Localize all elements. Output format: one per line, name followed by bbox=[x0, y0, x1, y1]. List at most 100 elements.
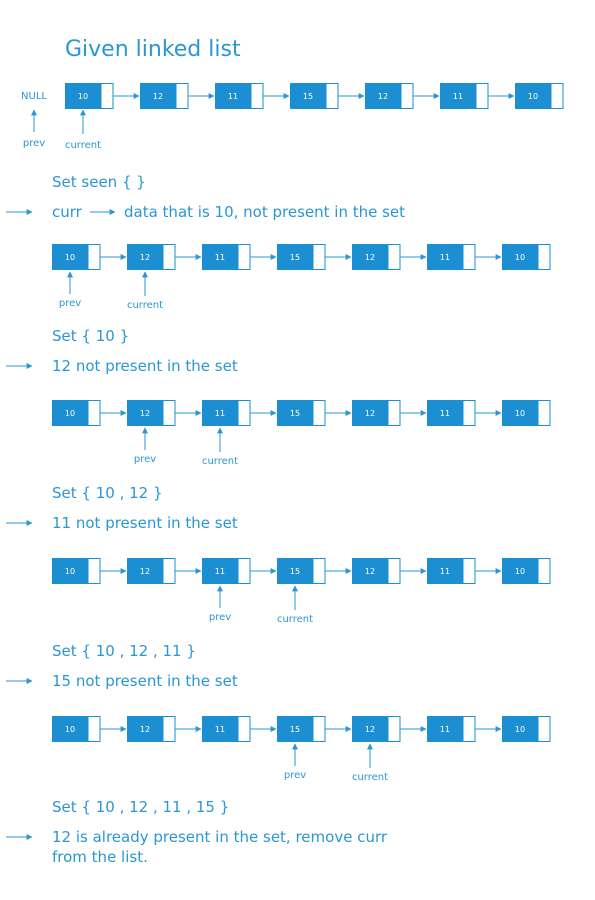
node-pointer-cell bbox=[250, 83, 264, 109]
node-data-cell bbox=[502, 244, 538, 270]
node-value: 12 bbox=[140, 409, 150, 418]
node-value: 12 bbox=[140, 725, 150, 734]
node-pointer-cell bbox=[162, 716, 176, 742]
node-value: 10 bbox=[78, 92, 88, 101]
node-pointer-cell bbox=[537, 400, 551, 426]
node-value: 10 bbox=[65, 567, 75, 576]
list-node: 12 bbox=[352, 716, 401, 742]
list-node: 12 bbox=[140, 83, 189, 109]
node-pointer-cell bbox=[100, 83, 114, 109]
prev-label: prev bbox=[284, 770, 306, 781]
node-pointer-cell bbox=[237, 400, 251, 426]
prev-label: prev bbox=[134, 454, 156, 465]
list-node: 12 bbox=[127, 558, 176, 584]
node-value: 15 bbox=[290, 725, 300, 734]
list-node: 15 bbox=[290, 83, 339, 109]
node-value: 15 bbox=[290, 253, 300, 262]
node-pointer-cell bbox=[387, 400, 401, 426]
note-text: 15 not present in the set bbox=[52, 672, 238, 690]
node-data-cell bbox=[140, 83, 176, 109]
note-text: curr bbox=[52, 203, 83, 221]
current-label: current bbox=[65, 140, 101, 151]
null-label: NULL bbox=[21, 91, 47, 102]
node-pointer-cell bbox=[237, 558, 251, 584]
set-contents: Set { 10 , 12 , 11 } bbox=[52, 642, 196, 660]
current-label: current bbox=[352, 772, 388, 783]
node-data-cell bbox=[127, 244, 163, 270]
node-pointer-cell bbox=[162, 558, 176, 584]
node-data-cell bbox=[202, 400, 238, 426]
list-node: 10 bbox=[52, 244, 101, 270]
node-data-cell bbox=[52, 558, 88, 584]
node-value: 15 bbox=[290, 567, 300, 576]
diagram-title: Given linked list bbox=[65, 37, 241, 62]
list-node: 11 bbox=[440, 83, 489, 109]
node-value: 10 bbox=[65, 409, 75, 418]
node-pointer-cell bbox=[87, 244, 101, 270]
list-node: 10 bbox=[515, 83, 564, 109]
list-node: 11 bbox=[202, 400, 251, 426]
node-pointer-cell bbox=[312, 558, 326, 584]
list-node: 11 bbox=[427, 716, 476, 742]
node-pointer-cell bbox=[325, 83, 339, 109]
node-data-cell bbox=[127, 400, 163, 426]
node-pointer-cell bbox=[550, 83, 564, 109]
node-value: 15 bbox=[303, 92, 313, 101]
list-node: 15 bbox=[277, 400, 326, 426]
node-pointer-cell bbox=[312, 244, 326, 270]
current-label: current bbox=[277, 614, 313, 625]
list-node: 12 bbox=[352, 400, 401, 426]
node-data-cell bbox=[52, 400, 88, 426]
note-text: 11 not present in the set bbox=[52, 514, 238, 532]
node-data-cell bbox=[502, 558, 538, 584]
node-data-cell bbox=[427, 400, 463, 426]
node-pointer-cell bbox=[537, 244, 551, 270]
node-value: 10 bbox=[515, 567, 525, 576]
node-data-cell bbox=[127, 558, 163, 584]
list-node: 12 bbox=[127, 244, 176, 270]
node-value: 10 bbox=[515, 409, 525, 418]
note-text: 12 not present in the set bbox=[52, 357, 238, 375]
node-data-cell bbox=[277, 716, 313, 742]
node-pointer-cell bbox=[387, 244, 401, 270]
node-data-cell bbox=[202, 716, 238, 742]
current-label: current bbox=[202, 456, 238, 467]
node-value: 11 bbox=[440, 567, 450, 576]
node-pointer-cell bbox=[175, 83, 189, 109]
node-value: 10 bbox=[515, 725, 525, 734]
node-data-cell bbox=[427, 716, 463, 742]
list-node: 15 bbox=[277, 244, 326, 270]
list-node: 12 bbox=[127, 400, 176, 426]
node-pointer-cell bbox=[537, 716, 551, 742]
node-data-cell bbox=[365, 83, 401, 109]
node-pointer-cell bbox=[462, 244, 476, 270]
node-pointer-cell bbox=[237, 244, 251, 270]
node-data-cell bbox=[290, 83, 326, 109]
list-node: 15 bbox=[277, 558, 326, 584]
node-data-cell bbox=[202, 244, 238, 270]
node-pointer-cell bbox=[162, 244, 176, 270]
list-node: 11 bbox=[427, 400, 476, 426]
node-value: 11 bbox=[440, 725, 450, 734]
list-node: 10 bbox=[502, 244, 551, 270]
node-data-cell bbox=[52, 244, 88, 270]
note-text: 12 is already present in the set, remove… bbox=[52, 828, 388, 846]
node-value: 12 bbox=[365, 725, 375, 734]
node-value: 11 bbox=[215, 409, 225, 418]
list-node: 11 bbox=[202, 716, 251, 742]
node-value: 11 bbox=[453, 92, 463, 101]
node-data-cell bbox=[502, 400, 538, 426]
note-text: data that is 10, not present in the set bbox=[124, 203, 405, 221]
node-data-cell bbox=[65, 83, 101, 109]
list-node: 10 bbox=[52, 716, 101, 742]
node-value: 10 bbox=[528, 92, 538, 101]
list-node: 11 bbox=[202, 244, 251, 270]
node-data-cell bbox=[352, 558, 388, 584]
set-contents: Set seen { } bbox=[52, 173, 146, 191]
node-data-cell bbox=[352, 400, 388, 426]
node-pointer-cell bbox=[462, 716, 476, 742]
list-node: 10 bbox=[502, 400, 551, 426]
node-pointer-cell bbox=[387, 716, 401, 742]
node-data-cell bbox=[277, 244, 313, 270]
node-data-cell bbox=[52, 716, 88, 742]
